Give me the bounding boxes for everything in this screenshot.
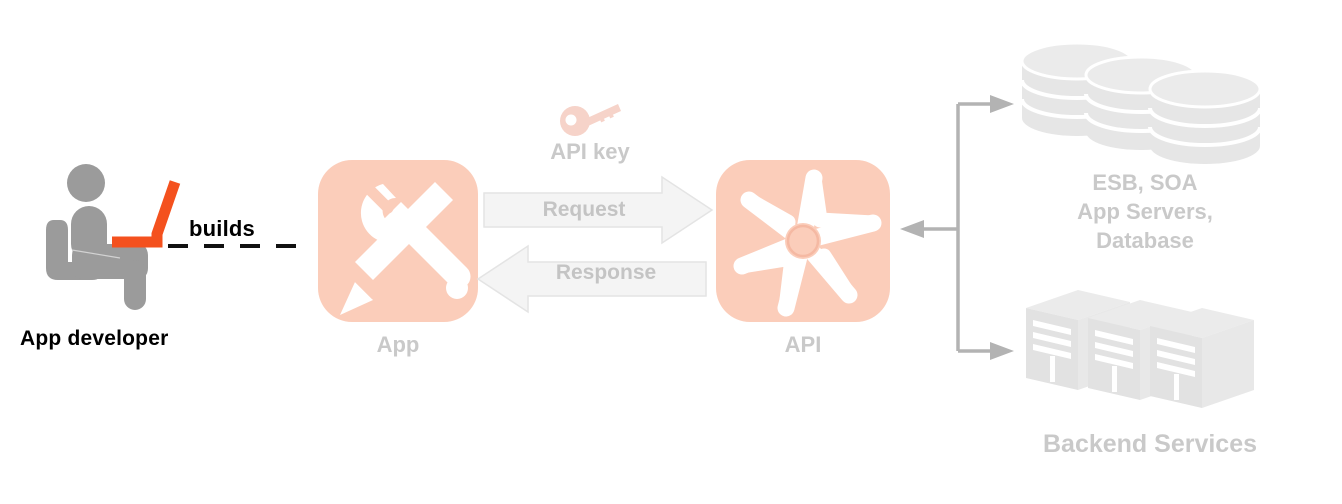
wrench-and-pencil-tools-icon: [340, 180, 471, 315]
backend-connector: [890, 85, 1025, 370]
response-label: Response: [555, 261, 657, 284]
app-developer-icon: [40, 160, 181, 310]
request-label: Request: [542, 198, 626, 221]
server-racks-icon: [1026, 290, 1254, 408]
databases-icon: [1020, 35, 1270, 166]
arrowhead-to-backend: [990, 342, 1014, 360]
app-tile[interactable]: [318, 160, 478, 322]
databases-label-line-1: ESB, SOA: [1092, 170, 1198, 195]
response-arrow: [476, 244, 707, 314]
api-label: API: [784, 332, 822, 357]
builds-dashed-line: [168, 242, 308, 250]
api-key-icon: [558, 99, 622, 136]
api-key-label: API key: [550, 139, 630, 164]
api-hub-star-icon: [733, 169, 882, 317]
app-label: App: [376, 332, 420, 357]
databases-label: ESB, SOA App Servers, Database: [1020, 168, 1270, 255]
app-developer-label: App developer: [20, 327, 169, 350]
arrowhead-to-databases: [990, 95, 1014, 113]
request-arrow: [483, 175, 714, 245]
arrowhead-to-api: [900, 220, 924, 238]
builds-label: builds: [189, 216, 255, 241]
databases-label-line-2: App Servers,: [1077, 199, 1213, 224]
backend-services-label: Backend Services: [1042, 430, 1258, 458]
database-cylinders-icon: [1020, 41, 1262, 166]
backend-servers-icon: [1026, 282, 1266, 408]
seated-developer-with-laptop-icon: [46, 164, 181, 310]
api-tile[interactable]: [716, 160, 890, 322]
databases-label-line-3: Database: [1096, 228, 1194, 253]
